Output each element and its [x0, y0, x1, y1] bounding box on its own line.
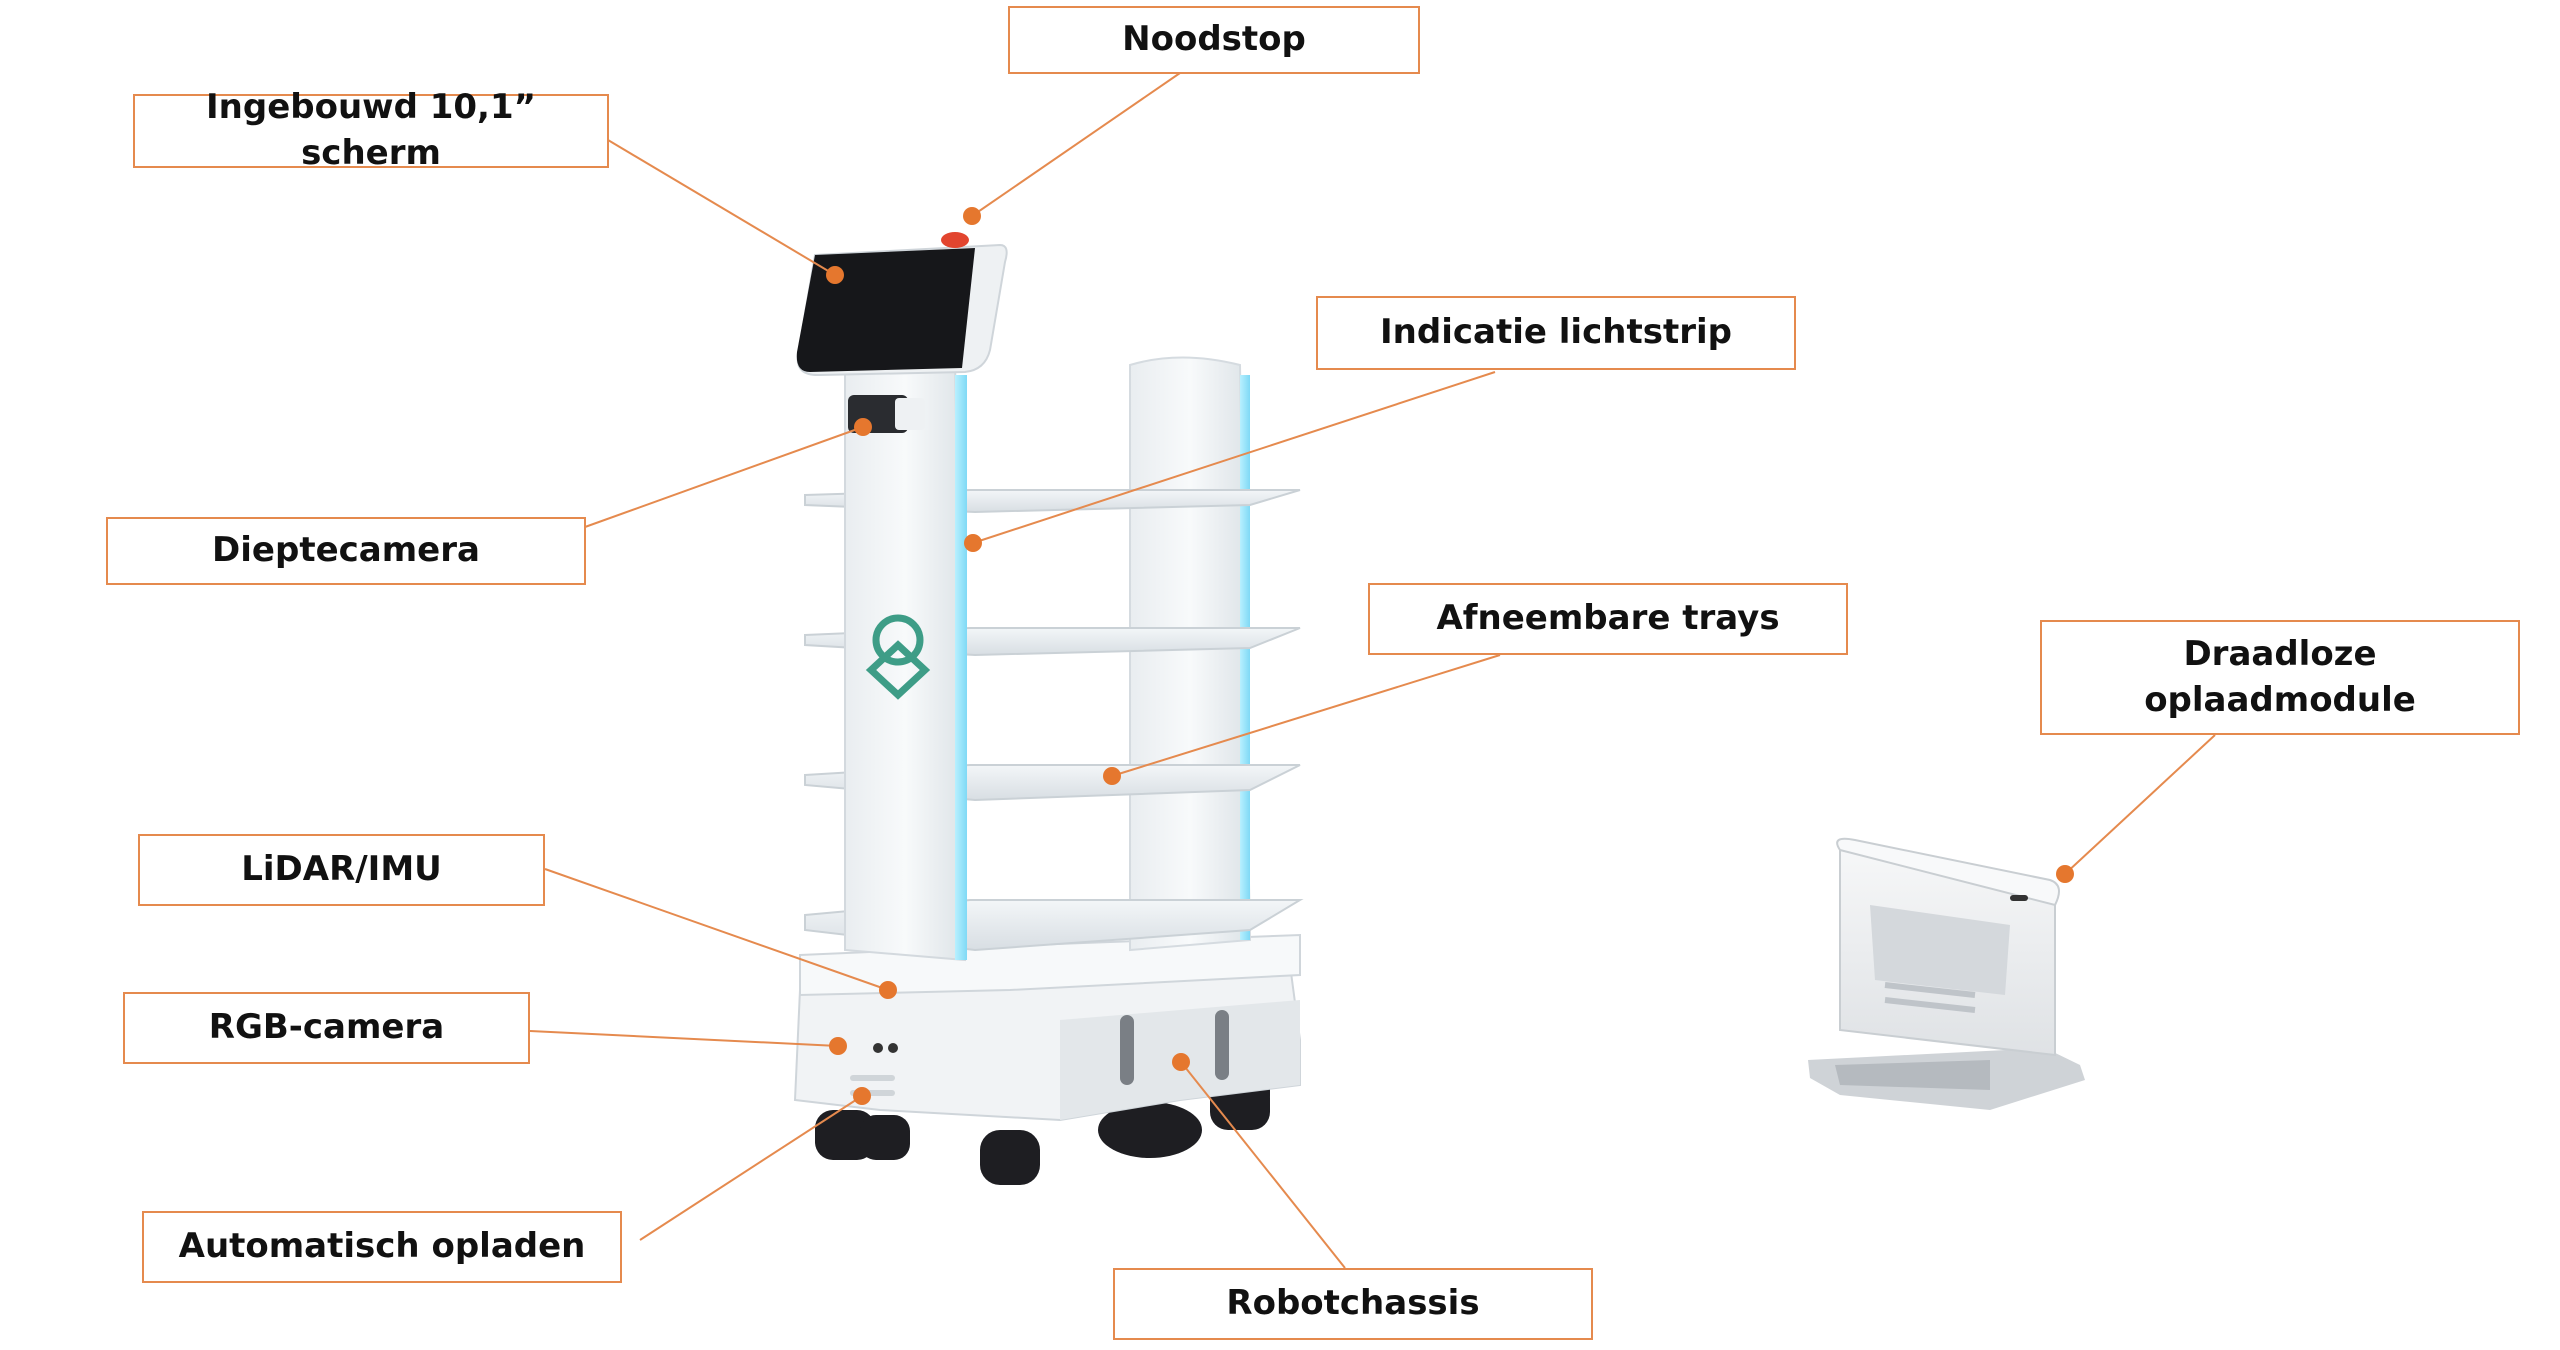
label-dieptecamera: Dieptecamera	[106, 517, 586, 585]
label-lichtstrip: Indicatie lichtstrip	[1316, 296, 1796, 370]
label-trays: Afneembare trays	[1368, 583, 1848, 655]
screen-head	[796, 243, 1008, 377]
label-rgb: RGB-camera	[123, 992, 530, 1064]
connector-lines	[529, 72, 2216, 1269]
connector-dots	[826, 207, 2074, 1105]
label-chassis: Robotchassis	[1113, 1268, 1593, 1340]
delivery-robot-icon	[793, 232, 1304, 1185]
label-scherm: Ingebouwd 10,1” scherm	[133, 87, 609, 173]
wheels	[815, 1070, 1270, 1185]
brand-logo-icon	[865, 614, 931, 700]
label-opladen: Automatisch opladen	[142, 1211, 622, 1283]
rear-column	[1129, 356, 1252, 952]
label-noodstop: Noodstop	[1008, 6, 1420, 74]
label-oplaadmodule: Draadloze oplaadmodule	[2040, 620, 2520, 735]
label-lidar: LiDAR/IMU	[138, 834, 545, 906]
charging-dock-icon	[1808, 837, 2085, 1110]
emergency-stop-button	[941, 232, 969, 248]
